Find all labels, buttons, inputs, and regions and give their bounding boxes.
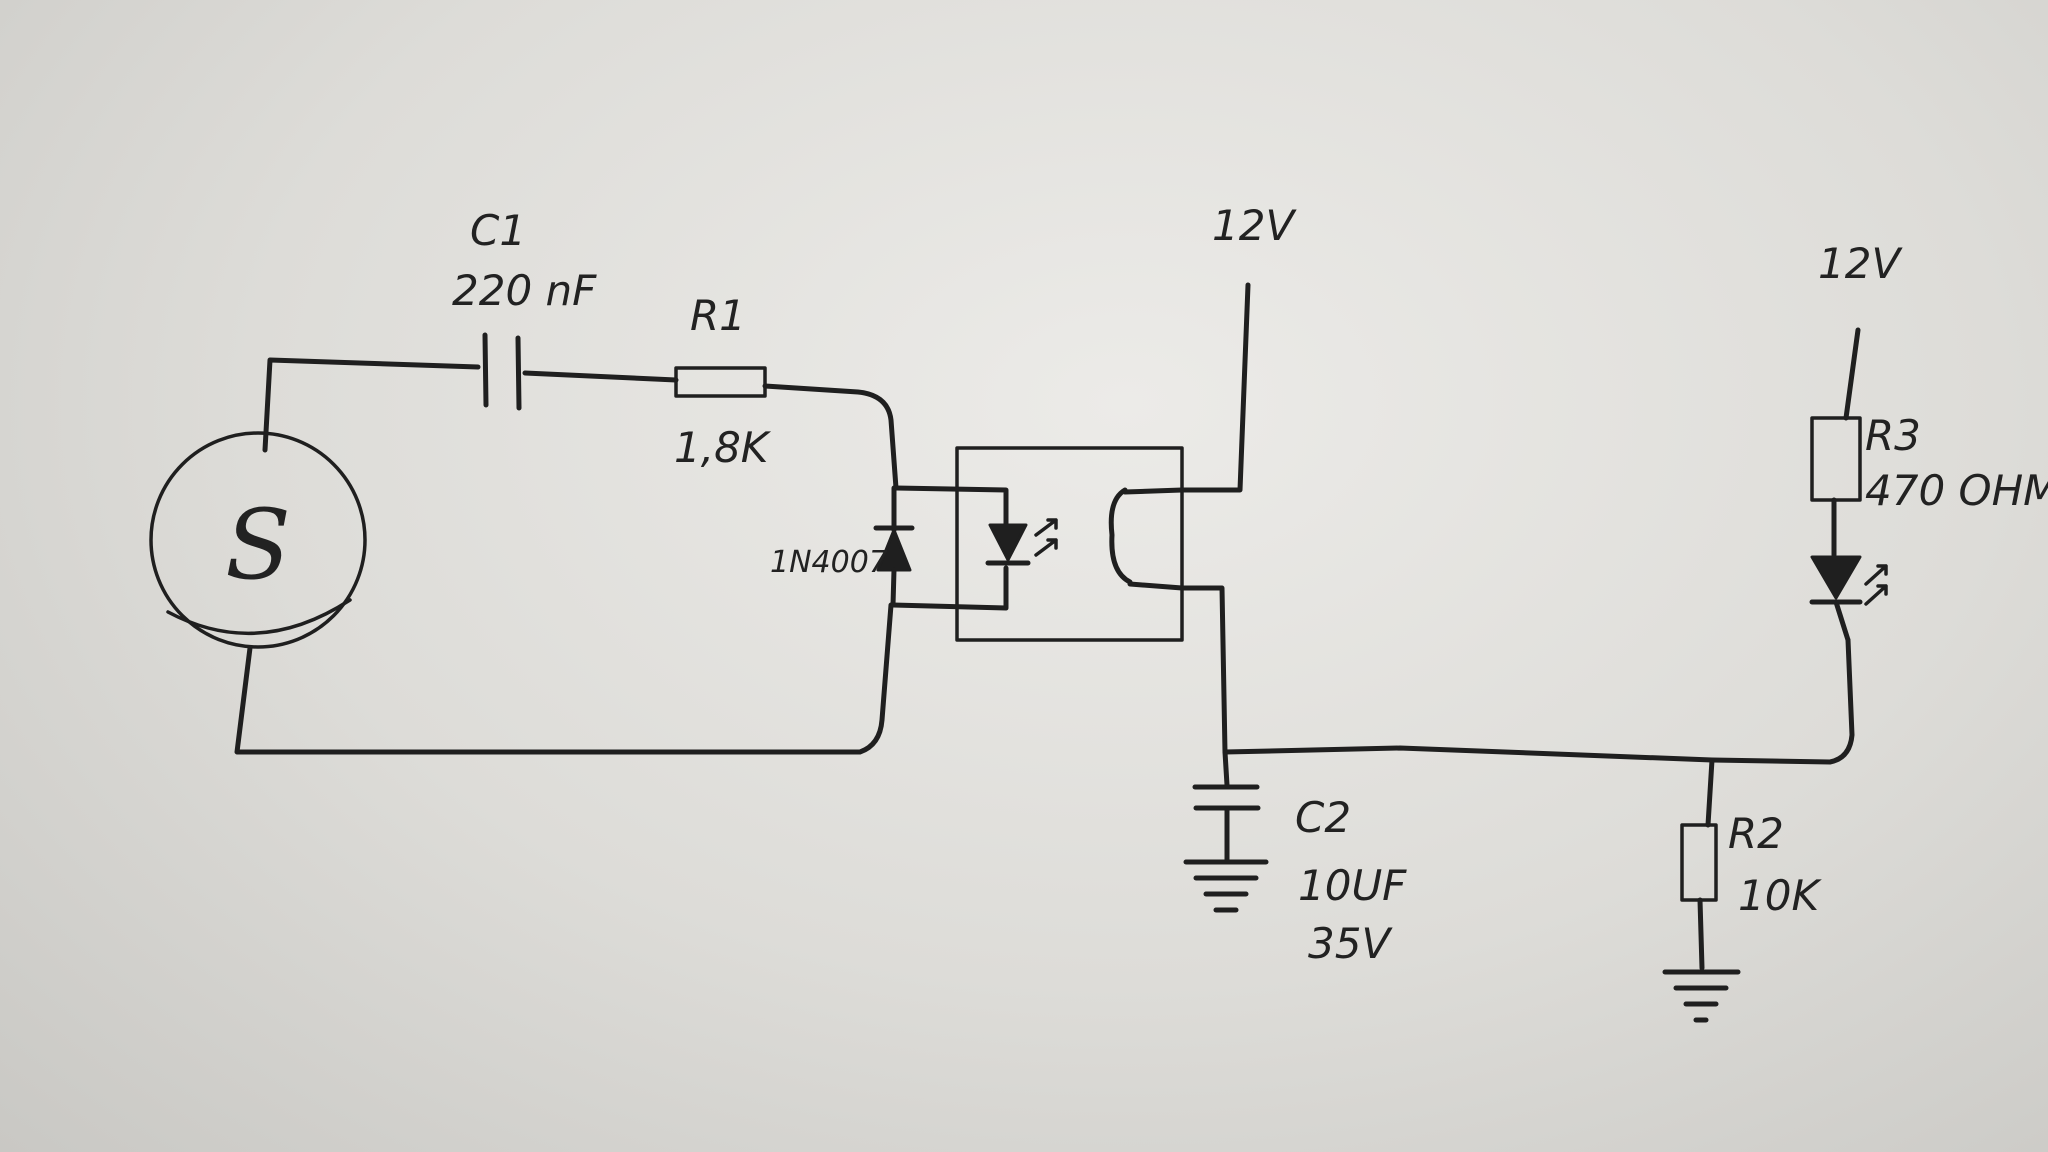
diode-1n4007: 1N4007 <box>770 485 915 608</box>
ac-source: S <box>149 431 367 649</box>
diode-part: 1N4007 <box>770 545 888 580</box>
c2-rating: 35V <box>1308 919 1393 968</box>
c2-name: C2 <box>1295 793 1351 842</box>
r1-name: R1 <box>690 291 746 340</box>
resistor-r2: R2 10K <box>1662 757 1822 1023</box>
led-branch: 12V R3 470 OHM <box>1809 239 2048 643</box>
capacitor-c1: C1 220 nF <box>452 206 597 411</box>
optocoupler <box>890 446 1185 642</box>
opto-supply-voltage: 12V <box>1212 201 1297 250</box>
r3-name: R3 <box>1865 411 1921 460</box>
capacitor-c2: C2 10UF 35V <box>1183 749 1407 968</box>
c1-name: C1 <box>470 206 526 255</box>
c2-value: 10UF <box>1298 861 1407 910</box>
source-label: S <box>225 489 291 601</box>
c1-value: 220 nF <box>452 266 597 315</box>
resistor-r1: R1 1,8K <box>674 291 772 472</box>
led-supply-voltage: 12V <box>1818 239 1903 288</box>
r3-value: 470 OHM <box>1865 466 2048 515</box>
r2-value: 10K <box>1738 871 1822 920</box>
input-wiring <box>234 357 899 755</box>
r1-value: 1,8K <box>674 423 772 472</box>
r2-name: R2 <box>1728 809 1784 858</box>
opto-output-wiring: 12V <box>1179 201 1855 765</box>
